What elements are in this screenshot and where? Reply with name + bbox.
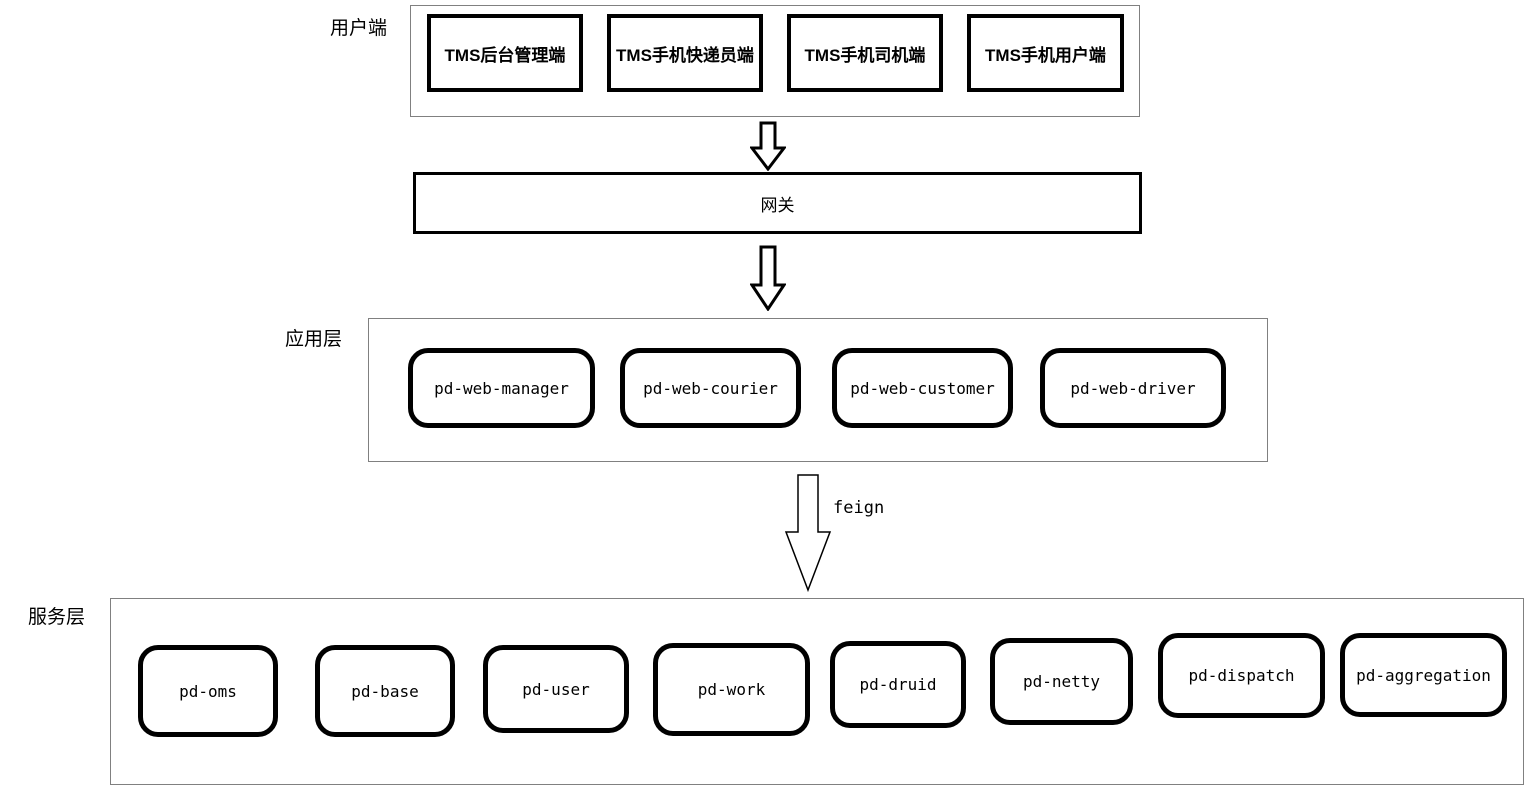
service-box-pd-work: pd-work xyxy=(653,643,810,736)
user-layer-label: 用户端 xyxy=(330,18,388,39)
client-box-tms-driver: TMS手机司机端 xyxy=(787,14,943,92)
service-box-pd-base: pd-base xyxy=(315,645,455,737)
service-box-pd-druid: pd-druid xyxy=(830,641,966,728)
service-box-pd-aggregation: pd-aggregation xyxy=(1340,633,1507,717)
service-layer-label: 服务层 xyxy=(28,607,86,628)
app-box-pd-web-driver: pd-web-driver xyxy=(1040,348,1226,428)
down-arrow-icon xyxy=(750,121,786,171)
client-box-tms-admin: TMS后台管理端 xyxy=(427,14,583,92)
client-box-tms-user: TMS手机用户端 xyxy=(967,14,1124,92)
service-box-pd-user: pd-user xyxy=(483,645,629,733)
app-box-pd-web-courier: pd-web-courier xyxy=(620,348,801,428)
gateway-box: 网关 xyxy=(413,172,1142,234)
client-box-tms-courier: TMS手机快递员端 xyxy=(607,14,763,92)
app-box-pd-web-manager: pd-web-manager xyxy=(408,348,595,428)
service-box-pd-dispatch: pd-dispatch xyxy=(1158,633,1325,718)
feign-arrow-label: feign xyxy=(833,498,885,518)
feign-arrow-icon xyxy=(784,474,832,592)
service-box-pd-oms: pd-oms xyxy=(138,645,278,737)
service-box-pd-netty: pd-netty xyxy=(990,638,1133,725)
app-box-pd-web-customer: pd-web-customer xyxy=(832,348,1013,428)
app-layer-label: 应用层 xyxy=(285,329,343,350)
down-arrow-icon xyxy=(750,245,786,311)
